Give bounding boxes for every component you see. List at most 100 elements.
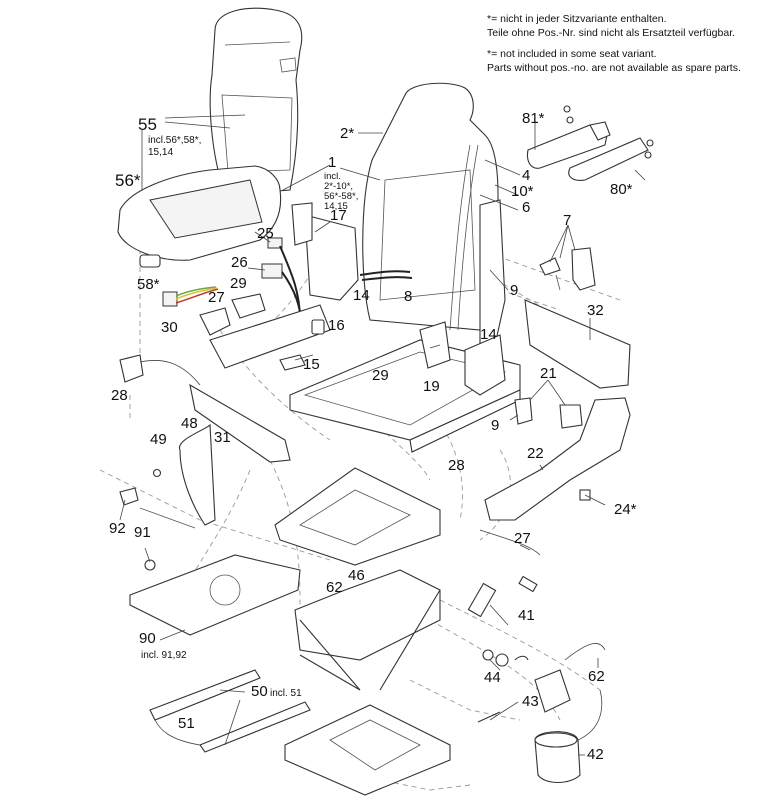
callout-26: 26 xyxy=(231,254,248,271)
spring-43 xyxy=(477,711,501,723)
buckle-16 xyxy=(311,319,325,335)
callout-6: 6 xyxy=(522,199,531,216)
callout-62-upper: 62 xyxy=(326,579,343,596)
note-en-2: Parts without pos.-no. are not available… xyxy=(487,61,741,74)
callout-58: 58* xyxy=(137,276,160,293)
callout-1: 1 xyxy=(328,154,337,171)
seat-cushion-56 xyxy=(117,165,282,261)
leader-lines xyxy=(119,114,646,756)
callout-55: 55 xyxy=(138,115,157,134)
callout-14-upper: 14 xyxy=(353,287,370,304)
panel-32 xyxy=(524,299,631,389)
callout-17: 17 xyxy=(330,207,347,224)
callout-48: 48 xyxy=(181,415,198,432)
callout-16: 16 xyxy=(328,317,345,334)
cover-29 xyxy=(231,293,266,319)
note-de-2: Teile ohne Pos.-Nr. sind nicht als Ersat… xyxy=(487,26,736,39)
rod-92 xyxy=(139,507,196,529)
callout-28-left: 28 xyxy=(111,387,128,404)
callout-22: 22 xyxy=(527,445,544,462)
part-92 xyxy=(119,487,139,506)
callout-42: 42 xyxy=(587,746,604,763)
callout-44: 44 xyxy=(484,669,501,686)
callout-7: 7 xyxy=(563,212,572,229)
callout-29-lower: 29 xyxy=(372,367,389,384)
callout-49: 49 xyxy=(150,431,167,448)
callout-1-note: incl. 2*-10*, 56*-58*, 14,15 xyxy=(324,171,359,212)
trim-panel xyxy=(209,304,331,369)
callout-4: 4 xyxy=(522,167,531,184)
scissor-mechanism xyxy=(294,569,441,691)
frame-46 xyxy=(274,467,441,566)
valve-43 xyxy=(534,669,571,713)
bracket-7 xyxy=(539,247,596,291)
callout-21: 21 xyxy=(540,365,557,382)
bracket-19 xyxy=(419,321,451,369)
callout-15: 15 xyxy=(303,356,320,373)
pad-21 xyxy=(514,397,533,425)
bellows-48 xyxy=(179,423,216,526)
callout-55-note: incl.56*,58*, 15,14 xyxy=(148,135,202,158)
callout-81: 81* xyxy=(522,110,545,127)
recliner-14 xyxy=(464,334,506,396)
part-15 xyxy=(279,354,306,371)
handle-28 xyxy=(119,354,201,386)
hose-62 xyxy=(564,643,606,661)
callout-14-lower: 14 xyxy=(480,326,497,343)
callout-80: 80* xyxy=(610,181,633,198)
part-44c xyxy=(514,655,529,661)
callout-30: 30 xyxy=(161,319,178,336)
cable-27 xyxy=(479,529,541,556)
callout-27-lower: 27 xyxy=(514,530,531,547)
note-en-1: *= not included in some seat variant. xyxy=(487,48,657,60)
callout-19: 19 xyxy=(423,378,440,395)
callout-43: 43 xyxy=(522,693,539,710)
panel-17 xyxy=(304,214,359,301)
part-44b xyxy=(495,653,509,667)
seat-backrest-55 xyxy=(209,7,303,196)
callout-32: 32 xyxy=(587,302,604,319)
callout-90-note: incl. 91,92 xyxy=(141,650,187,661)
bracket-17 xyxy=(291,202,313,246)
connector-25 xyxy=(267,237,283,249)
seat-rails-50 xyxy=(149,669,311,753)
callout-9-upper: 9 xyxy=(510,282,519,299)
part-44a xyxy=(482,649,494,661)
callout-8: 8 xyxy=(404,288,413,305)
compressor-42 xyxy=(534,689,603,784)
cover-27 xyxy=(199,307,231,336)
armrest-81 xyxy=(526,121,611,169)
spare-parts-notes: *= nicht in jeder Sitzvariante enthalten… xyxy=(487,13,741,75)
side-trim-22 xyxy=(484,397,631,521)
screw-49 xyxy=(152,468,162,478)
side-panel-6 xyxy=(479,199,506,351)
callout-90: 90 xyxy=(139,630,156,647)
callout-24: 24* xyxy=(614,501,637,518)
callout-10: 10* xyxy=(511,183,534,200)
callout-46: 46 xyxy=(348,567,365,584)
callout-62-lower: 62 xyxy=(588,668,605,685)
callout-9-lower: 9 xyxy=(491,417,500,434)
backrest-frame-2 xyxy=(362,82,499,331)
callout-92: 92 xyxy=(109,520,126,537)
callout-25: 25 xyxy=(257,225,274,242)
connector-26 xyxy=(261,263,283,279)
callout-41: 41 xyxy=(518,607,535,624)
swivel-plate-90 xyxy=(129,554,301,636)
note-de-1: *= nicht in jeder Sitzvariante enthalten… xyxy=(487,13,667,25)
armrest-80 xyxy=(563,105,654,181)
callout-29-upper: 29 xyxy=(230,275,247,292)
callout-56: 56* xyxy=(115,171,141,190)
callout-28-right: 28 xyxy=(448,457,465,474)
part-58 xyxy=(139,254,161,268)
part-91 xyxy=(144,559,156,571)
callout-2: 2* xyxy=(340,125,355,142)
callout-50-note: incl. 51 xyxy=(270,688,302,699)
cover-31 xyxy=(189,383,291,463)
callout-51: 51 xyxy=(178,715,195,732)
shock-absorber-41 xyxy=(467,575,538,618)
seat-base-frame-19 xyxy=(289,339,521,453)
callout-50: 50 xyxy=(251,683,268,700)
bracket-21 xyxy=(559,404,583,429)
